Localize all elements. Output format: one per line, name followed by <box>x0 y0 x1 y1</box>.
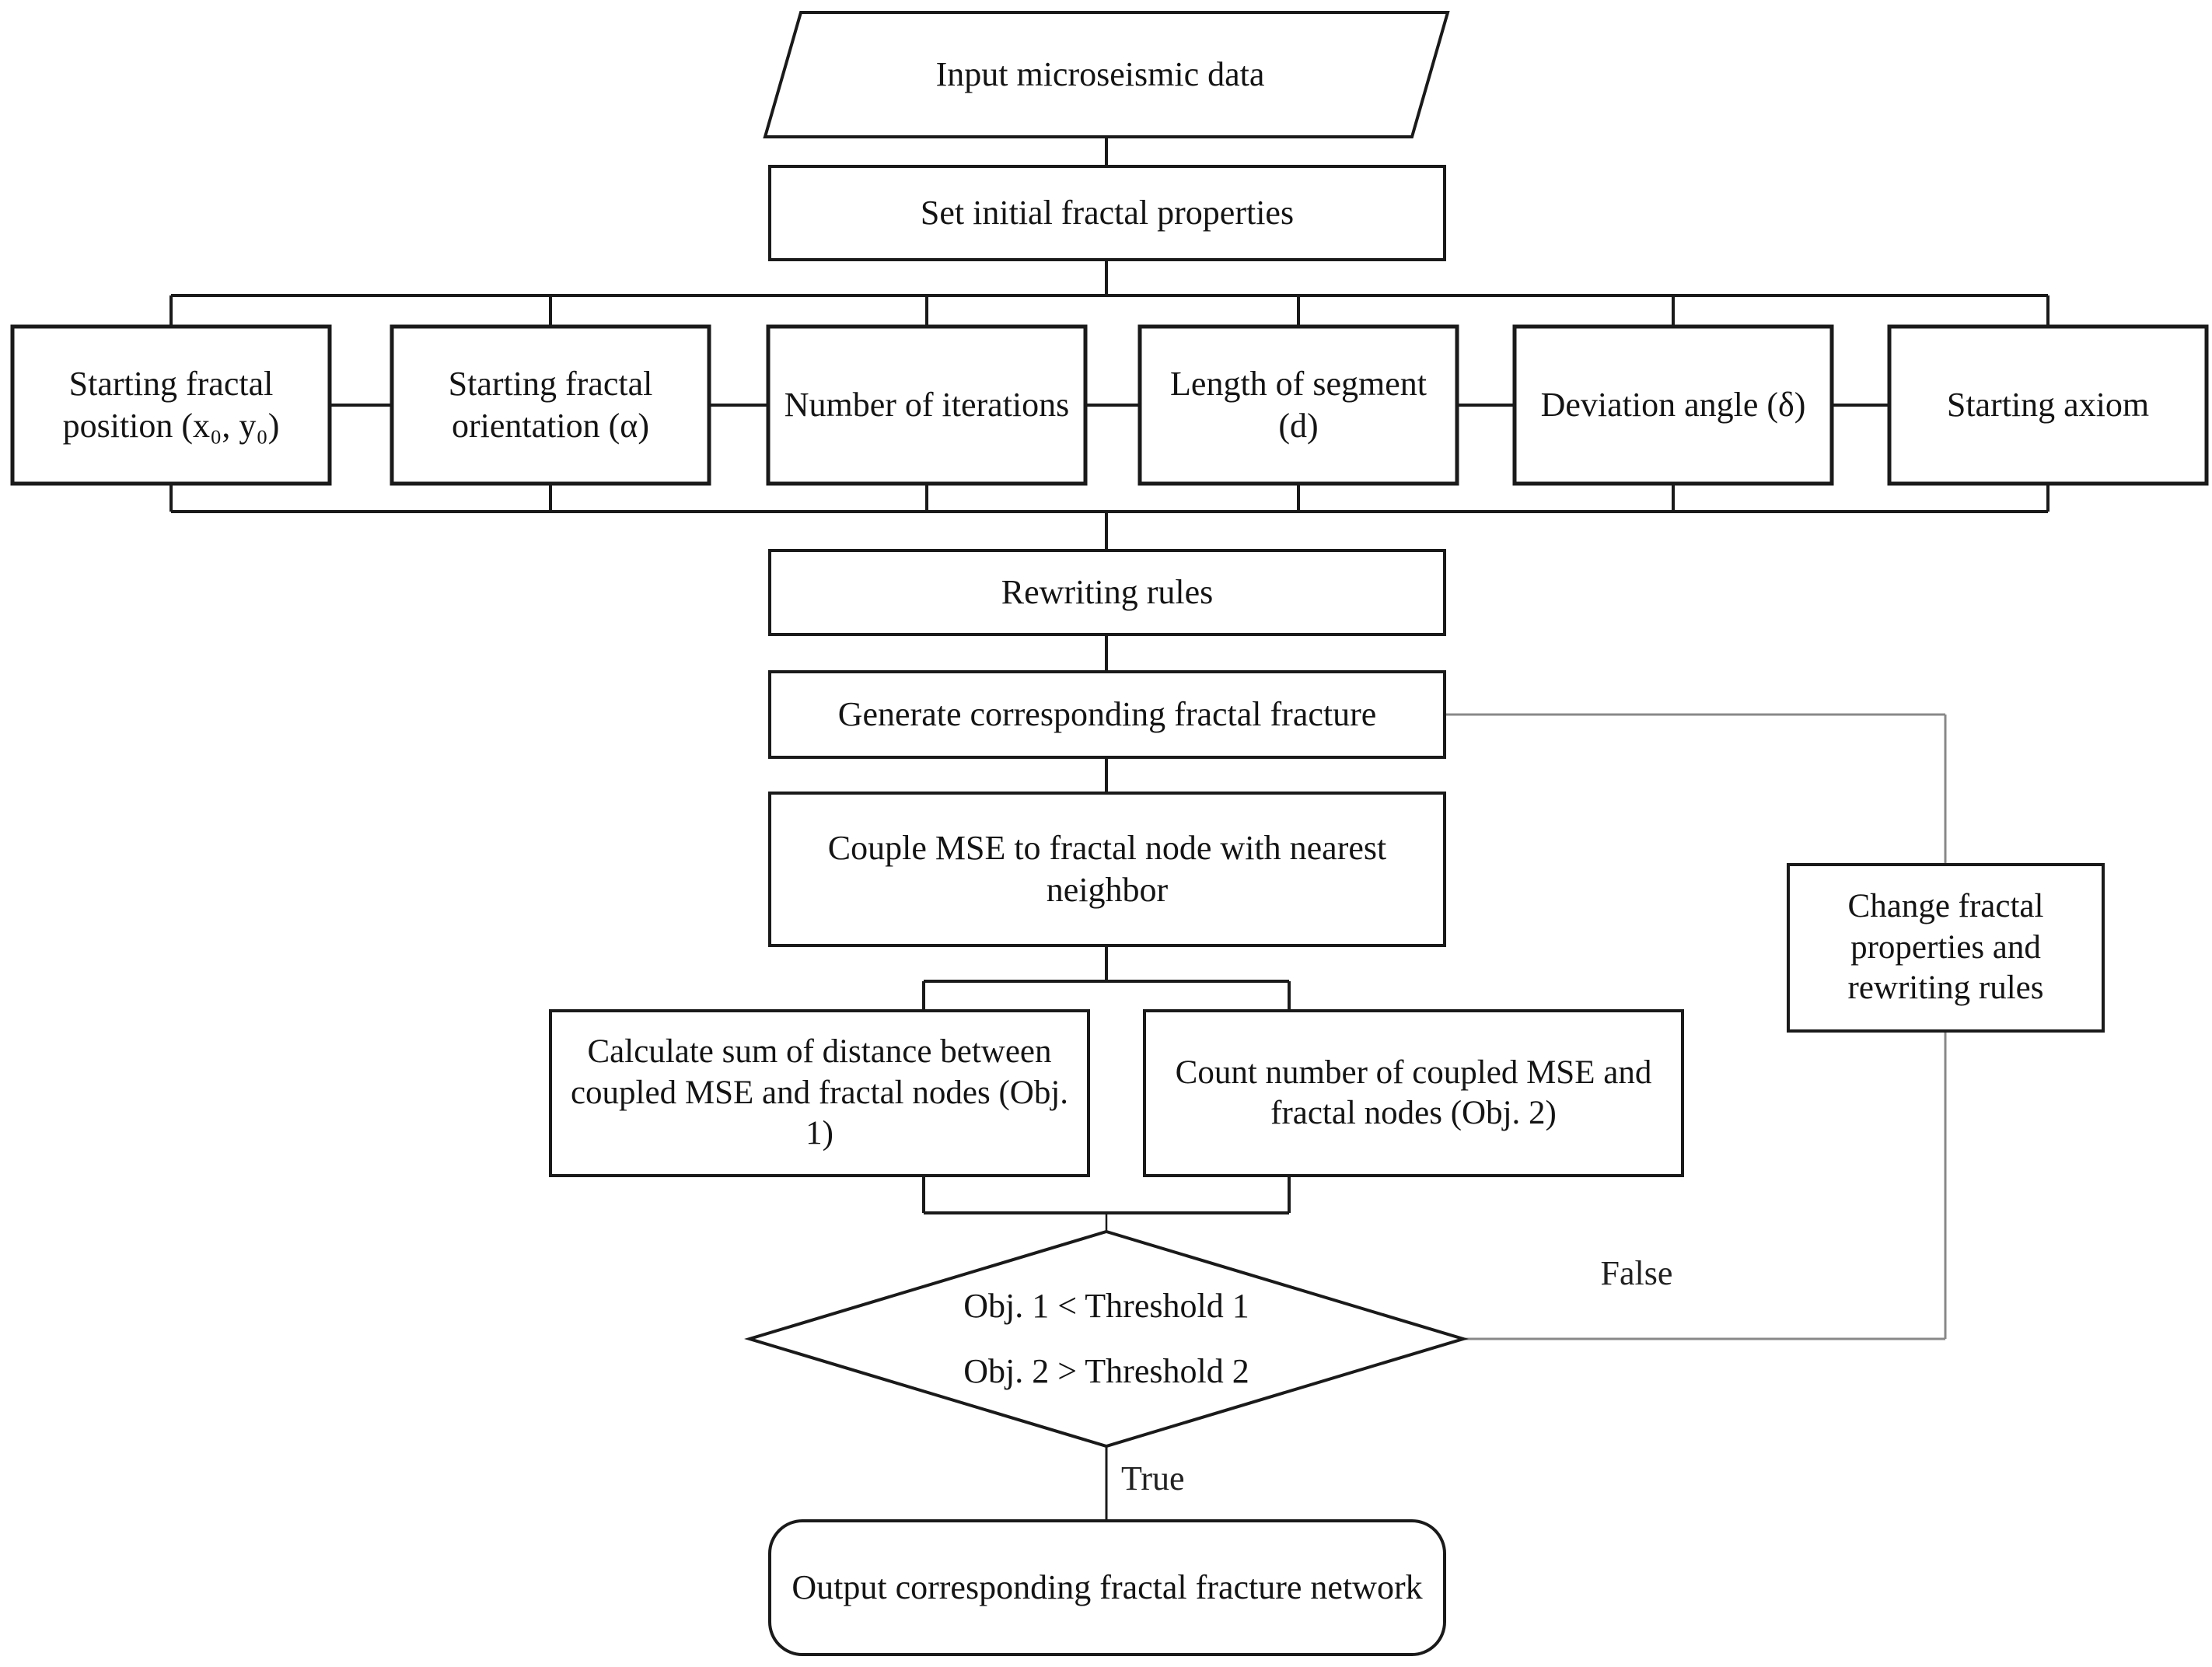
param-box-2 <box>390 324 711 486</box>
connectors <box>169 137 2050 1521</box>
decision-condition-2: Obj. 2 > Threshold 2 <box>963 1352 1249 1390</box>
objective1-box <box>549 1009 1090 1177</box>
param-label-3: Number of iterations <box>784 386 1070 425</box>
param-box-4 <box>1137 324 1459 486</box>
change-label: Change fractal properties and rewriting … <box>1847 888 2044 1007</box>
param-label-4: Length of segment (d) <box>1170 365 1427 445</box>
objective2-label: Count number of coupled MSE and fractal … <box>1175 1054 1652 1131</box>
set-initial-box <box>768 165 1446 261</box>
param-box-1 <box>10 324 332 486</box>
param-label-1: Starting fractal position (x₀, y₀) <box>62 365 280 445</box>
parameter-boxes <box>10 324 2209 486</box>
decision-label: Obj. 1 < Threshold 1 Obj. 2 > Threshold … <box>750 1233 1463 1445</box>
couple-box <box>768 792 1446 947</box>
input-parallelogram <box>763 11 1450 138</box>
couple-label: Couple MSE to fractal node with nearest … <box>827 829 1387 909</box>
loop-connectors <box>1445 713 1947 1340</box>
output-label: Output corresponding fractal fracture ne… <box>791 1568 1423 1607</box>
true-edge-label: True <box>1121 1459 1185 1498</box>
param-box-3 <box>766 324 1088 486</box>
param-label-6: Starting axiom <box>1946 386 2150 425</box>
param-label-5: Deviation angle (δ) <box>1540 386 1806 425</box>
set-initial-label: Set initial fractal properties <box>920 194 1295 232</box>
false-edge-label: False <box>1600 1254 1673 1292</box>
rewriting-box <box>768 549 1446 636</box>
param-box-5 <box>1512 324 1834 486</box>
param-label-2: Starting fractal orientation (α) <box>448 365 653 445</box>
param-box-6 <box>1887 324 2209 486</box>
objective1-label: Calculate sum of distance between couple… <box>570 1033 1069 1152</box>
generate-label: Generate corresponding fractal fracture <box>837 695 1377 734</box>
output-box <box>768 1519 1446 1656</box>
decision-diamond <box>744 1229 1469 1449</box>
change-box <box>1787 863 2105 1033</box>
decision-condition-1: Obj. 1 < Threshold 1 <box>963 1287 1249 1326</box>
rewriting-label: Rewriting rules <box>1001 573 1214 612</box>
generate-box <box>768 670 1446 759</box>
input-label: Input microseismic data <box>935 55 1265 94</box>
objective2-box <box>1143 1009 1684 1177</box>
